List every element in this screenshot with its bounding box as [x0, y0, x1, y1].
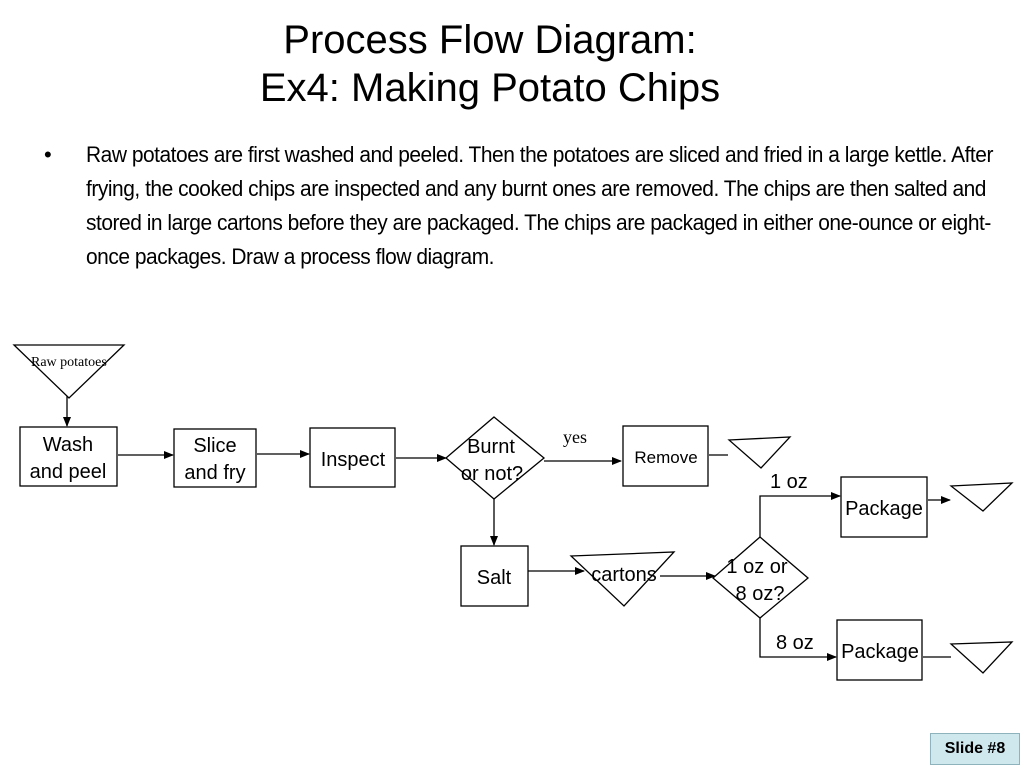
package-top-label: Package [845, 498, 923, 520]
package-box-1oz [840, 476, 928, 538]
burnt-decision-diamond [444, 416, 546, 500]
package-box-8oz [836, 619, 923, 681]
salt-box [460, 545, 529, 607]
burnt-label-line1: Burnt [467, 436, 515, 458]
one-oz-label: 1 oz [770, 471, 808, 493]
wash-label-line2: and peel [30, 461, 107, 483]
burnt-label-line2: or not? [461, 463, 523, 485]
slice-and-fry-box [173, 428, 257, 488]
cartons-storage-triangle [569, 551, 676, 607]
arrow-decision-to-package-8oz [759, 618, 837, 661]
inspect-box [309, 427, 396, 488]
yes-label: yes [563, 427, 587, 447]
slice-label-line1: Slice [193, 435, 236, 457]
title-line-2: Ex4: Making Potato Chips [259, 66, 721, 110]
title-line-1: Process Flow Diagram: [283, 18, 697, 62]
oz-decision-line2: 8 oz? [736, 583, 785, 605]
wash-label-line1: Wash [43, 434, 93, 456]
slice-label-line2: and fry [184, 462, 245, 484]
oz-decision-line1: 1 oz or [726, 556, 787, 578]
removed-storage-triangle [727, 436, 792, 469]
raw-potatoes-storage-triangle [12, 344, 126, 399]
raw-potatoes-label: Raw potatoes [31, 355, 107, 370]
eight-oz-label: 8 oz [776, 632, 814, 654]
remove-label: Remove [634, 448, 697, 467]
wash-and-peel-box [19, 426, 118, 487]
package-bottom-label: Package [841, 641, 919, 663]
remove-box [622, 425, 709, 487]
salt-label: Salt [477, 567, 512, 589]
slide-title: Process Flow Diagram: Ex4: Making Potato… [0, 16, 980, 112]
arrow-decision-to-package-1oz [759, 492, 841, 537]
storage-triangle-1oz [949, 482, 1014, 512]
bullet-marker: • [44, 142, 52, 167]
cartons-label: cartons [591, 564, 657, 586]
bullet-text: Raw potatoes are first washed and peeled… [86, 142, 993, 269]
slide-number-badge: Slide #8 [930, 733, 1020, 765]
inspect-label: Inspect [321, 449, 386, 471]
storage-triangle-8oz [949, 641, 1014, 674]
